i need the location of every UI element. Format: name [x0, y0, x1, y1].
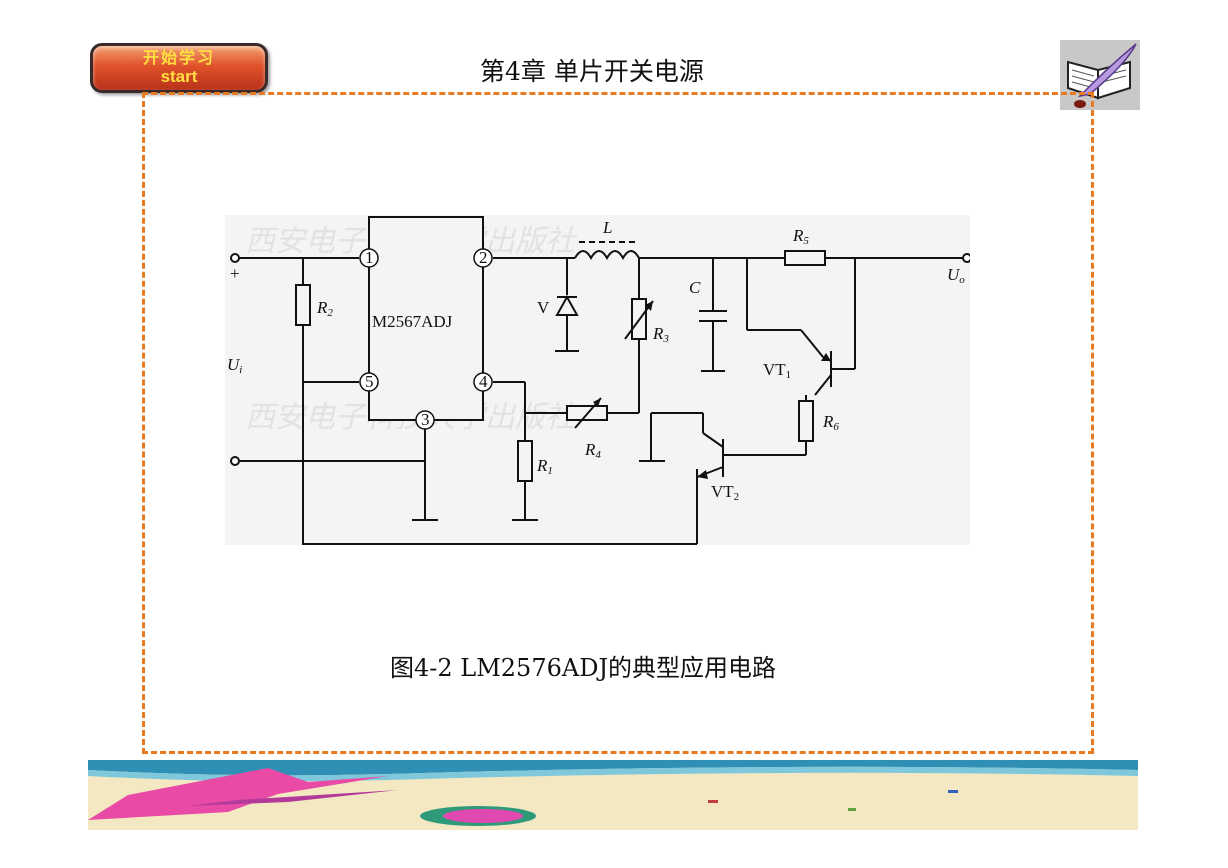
v-label: V: [537, 298, 550, 317]
start-button-en-label: start: [160, 67, 198, 86]
pin-2-label: 2: [479, 248, 488, 267]
pin-1-label: 1: [365, 248, 374, 267]
r1-label: R1: [536, 456, 553, 477]
r4-label: R4: [584, 440, 601, 461]
plus-label: +: [230, 264, 240, 283]
uo-label: Uo: [947, 265, 965, 286]
circuit-diagram: 西安电子科技大学出版社 西安电子科技大学出版社: [225, 215, 970, 545]
r2-label: R2: [316, 298, 333, 319]
content-frame: [142, 92, 1094, 754]
vt2-label: VT2: [711, 482, 739, 503]
start-button-cn-label: 开始学习: [142, 48, 215, 67]
book-quill-icon: [1060, 40, 1140, 110]
figure-caption: 图4-2 LM2576ADJ的典型应用电路: [390, 654, 777, 682]
decorative-footer: [88, 760, 1138, 830]
circuit-svg: 西安电子科技大学出版社 西安电子科技大学出版社: [227, 216, 970, 545]
ui-label: Ui: [227, 355, 242, 376]
vt1-label: VT1: [763, 360, 791, 381]
pin-4-label: 4: [479, 372, 488, 391]
r3-label: R3: [652, 324, 669, 345]
c-label: C: [689, 278, 701, 297]
start-learning-button[interactable]: 开始学习 start: [90, 43, 268, 93]
l-label: L: [602, 218, 612, 237]
pin-5-label: 5: [365, 372, 374, 391]
r6-label: R6: [822, 412, 839, 433]
chip-label: M2567ADJ: [372, 312, 453, 331]
page-title: 第4章 单片开关电源: [480, 57, 704, 86]
pin-3-label: 3: [421, 410, 430, 429]
r5-label: R5: [792, 226, 809, 247]
